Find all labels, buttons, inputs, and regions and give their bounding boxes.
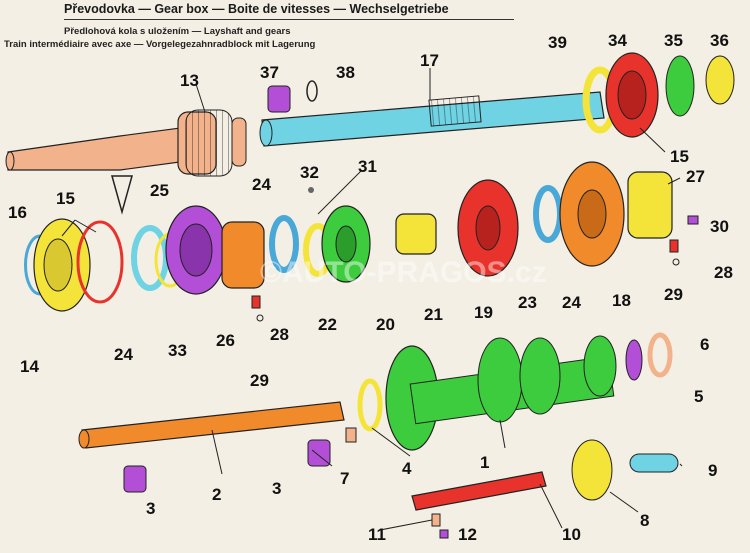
part-24-ring-2 (269, 215, 299, 273)
part-3-needle-roller (123, 465, 147, 493)
label-30: 30 (710, 217, 729, 236)
part-34-gear (605, 52, 659, 138)
part-35-gear (665, 55, 695, 117)
part-17-layshaft (259, 91, 605, 147)
label-6: 6 (700, 335, 709, 354)
part-18-gear (559, 161, 625, 267)
part-8-reverse-gear (571, 439, 613, 501)
label-16: 16 (8, 203, 27, 222)
label-10: 10 (562, 525, 581, 544)
part-33-sliding-sleeve (165, 205, 227, 295)
part-37-needle-roller (267, 85, 291, 113)
label-29a: 29 (250, 371, 269, 390)
label-18: 18 (612, 291, 631, 310)
label-39: 39 (548, 33, 567, 52)
part-11-pin (431, 513, 441, 527)
label-12: 12 (458, 525, 477, 544)
label-32: 32 (300, 163, 319, 182)
header-title: Převodovka — Gear box — Boite de vitesse… (64, 2, 449, 16)
part-20-gear (321, 205, 371, 283)
label-3b: 3 (272, 479, 281, 498)
label-28b: 28 (714, 263, 733, 282)
callout-labels: 1 2 3 3 4 5 6 7 8 9 10 11 12 13 14 15 15… (8, 31, 733, 544)
watermark: ©AUTO-PRAGOS.cz (260, 256, 547, 289)
part-30-key (687, 215, 699, 225)
part-1-cluster-gear (385, 335, 617, 451)
part-15-seal (76, 220, 124, 304)
part-29-ball (256, 314, 264, 322)
part-2-shaft (78, 401, 345, 449)
label-20: 20 (376, 315, 395, 334)
label-14: 14 (20, 357, 39, 376)
part-26-hub (221, 221, 265, 289)
label-4: 4 (402, 459, 412, 478)
label-22: 22 (318, 315, 337, 334)
part-27-synchro (627, 171, 673, 239)
label-23: 23 (518, 293, 537, 312)
label-25: 25 (150, 181, 169, 200)
label-17: 17 (420, 51, 439, 70)
label-1: 1 (480, 453, 489, 472)
label-26: 26 (216, 331, 235, 350)
label-13: 13 (180, 71, 199, 90)
label-36: 36 (710, 31, 729, 50)
header-subtitle-1: Předlohová kola s uložením — Layshaft an… (64, 26, 291, 37)
label-11: 11 (368, 525, 386, 544)
part-7-spacer (345, 427, 357, 443)
label-27: 27 (686, 167, 705, 186)
direction-arrow (111, 175, 133, 215)
header: Převodovka — Gear box — Boite de vitesse… (0, 0, 750, 56)
label-29b: 29 (664, 285, 683, 304)
label-7: 7 (340, 469, 349, 488)
label-31: 31 (358, 157, 377, 176)
part-6-washer (647, 332, 673, 378)
part-19-gear (457, 179, 519, 277)
label-24b: 24 (252, 175, 271, 194)
part-10-shaft (411, 471, 547, 511)
label-8: 8 (640, 511, 649, 530)
header-subtitle-2: Train intermédiaire avec axe — Vorgelege… (4, 39, 316, 50)
label-33: 33 (168, 341, 187, 360)
part-23-ring (533, 185, 563, 243)
part-38-circlip (306, 80, 318, 102)
label-2: 2 (212, 485, 221, 504)
label-24a: 24 (114, 345, 133, 364)
label-35: 35 (664, 31, 683, 50)
part-9-pin (629, 453, 679, 473)
part-5-washer (625, 339, 643, 381)
label-15a: 15 (56, 189, 75, 208)
part-28-spring (251, 295, 261, 309)
label-38: 38 (336, 63, 355, 82)
part-4-thrust-washer (357, 378, 383, 432)
leader-lines (61, 68, 683, 531)
label-28a: 28 (270, 325, 289, 344)
label-5: 5 (694, 387, 703, 406)
label-19: 19 (474, 303, 493, 322)
part-21-bush (395, 213, 437, 255)
label-9: 9 (708, 461, 717, 480)
label-37: 37 (260, 63, 279, 82)
part-32-pin (308, 187, 314, 193)
part-29-ball-2 (672, 258, 680, 266)
label-24c: 24 (562, 293, 581, 312)
part-16-circlip (24, 234, 41, 296)
part-28-spring-2 (669, 239, 679, 253)
label-15b: 15 (670, 147, 689, 166)
part-14-bearing (33, 218, 91, 312)
label-3a: 3 (146, 499, 155, 518)
part-12-ball (439, 529, 449, 539)
part-36-nut (705, 55, 735, 105)
header-rule (64, 19, 514, 20)
part-13-input-shaft (5, 109, 247, 177)
label-34: 34 (608, 31, 627, 50)
label-21: 21 (424, 305, 443, 324)
